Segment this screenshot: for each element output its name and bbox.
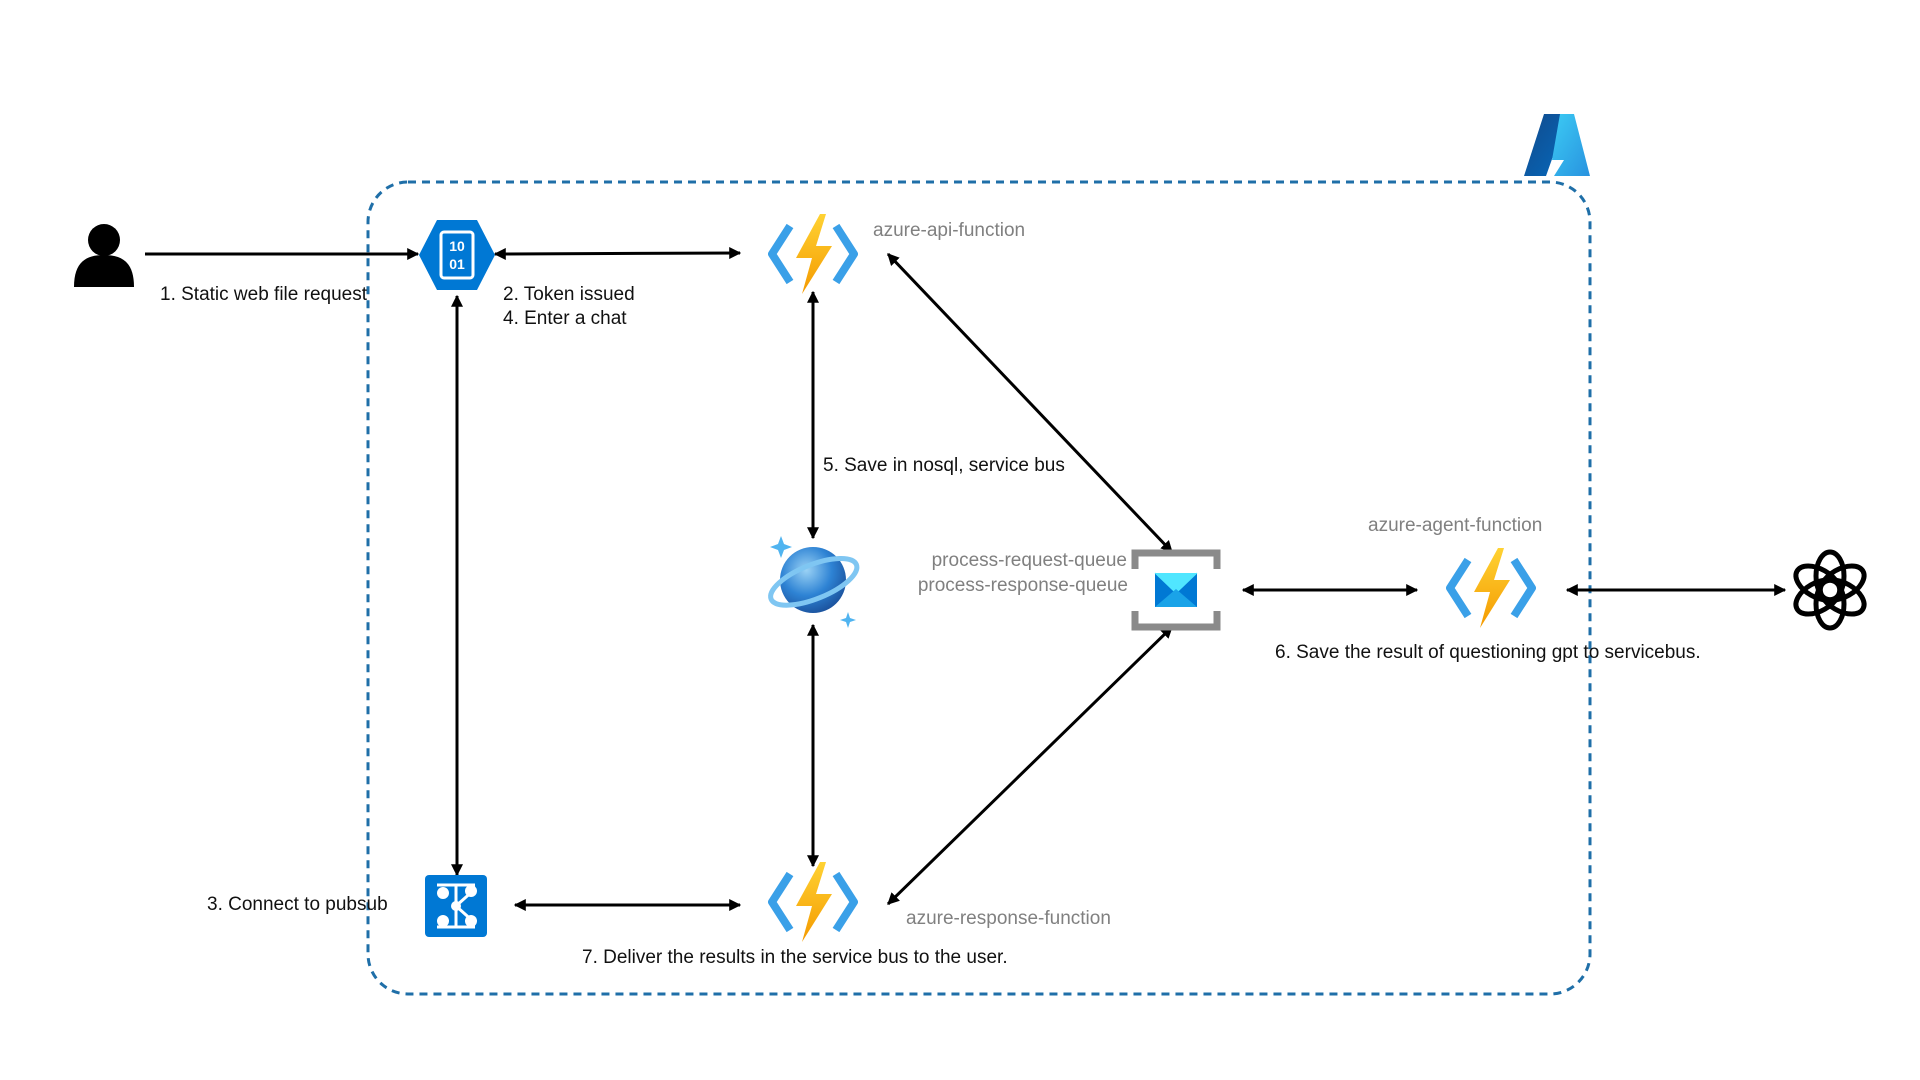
azure-storage-icon: 10 01 bbox=[419, 220, 495, 290]
edge-response-servicebus bbox=[886, 625, 1174, 906]
step-3-label: 3. Connect to pubsub bbox=[207, 894, 388, 915]
cosmos-db-icon bbox=[768, 536, 860, 628]
api-function-label: azure-api-function bbox=[873, 220, 1025, 241]
step-5-label: 5. Save in nosql, service bus bbox=[823, 455, 1065, 476]
step-6-label: 6. Save the result of questioning gpt to… bbox=[1275, 642, 1701, 663]
storage-glyph-bottom: 01 bbox=[449, 256, 465, 272]
edge-api-servicebus bbox=[886, 252, 1174, 554]
openai-icon bbox=[1793, 549, 1867, 631]
user-icon bbox=[74, 224, 134, 287]
response-function-label: azure-response-function bbox=[906, 908, 1111, 929]
response-function-icon bbox=[772, 862, 854, 942]
queue-request-label: process-request-queue bbox=[932, 550, 1127, 571]
step-4-label: 4. Enter a chat bbox=[503, 308, 627, 329]
api-function-icon bbox=[772, 214, 854, 294]
step-1-label: 1. Static web file request bbox=[160, 284, 368, 305]
edge-storage-api bbox=[493, 247, 742, 260]
agent-function-icon bbox=[1450, 548, 1532, 628]
step-2-label: 2. Token issued bbox=[503, 284, 635, 305]
web-pubsub-icon bbox=[425, 875, 487, 937]
azure-logo-icon bbox=[1524, 114, 1590, 176]
storage-glyph-top: 10 bbox=[449, 238, 465, 254]
step-7-label: 7. Deliver the results in the service bu… bbox=[582, 947, 1008, 968]
service-bus-icon bbox=[1131, 549, 1221, 631]
queue-response-label: process-response-queue bbox=[918, 575, 1128, 596]
agent-function-label: azure-agent-function bbox=[1368, 515, 1542, 536]
